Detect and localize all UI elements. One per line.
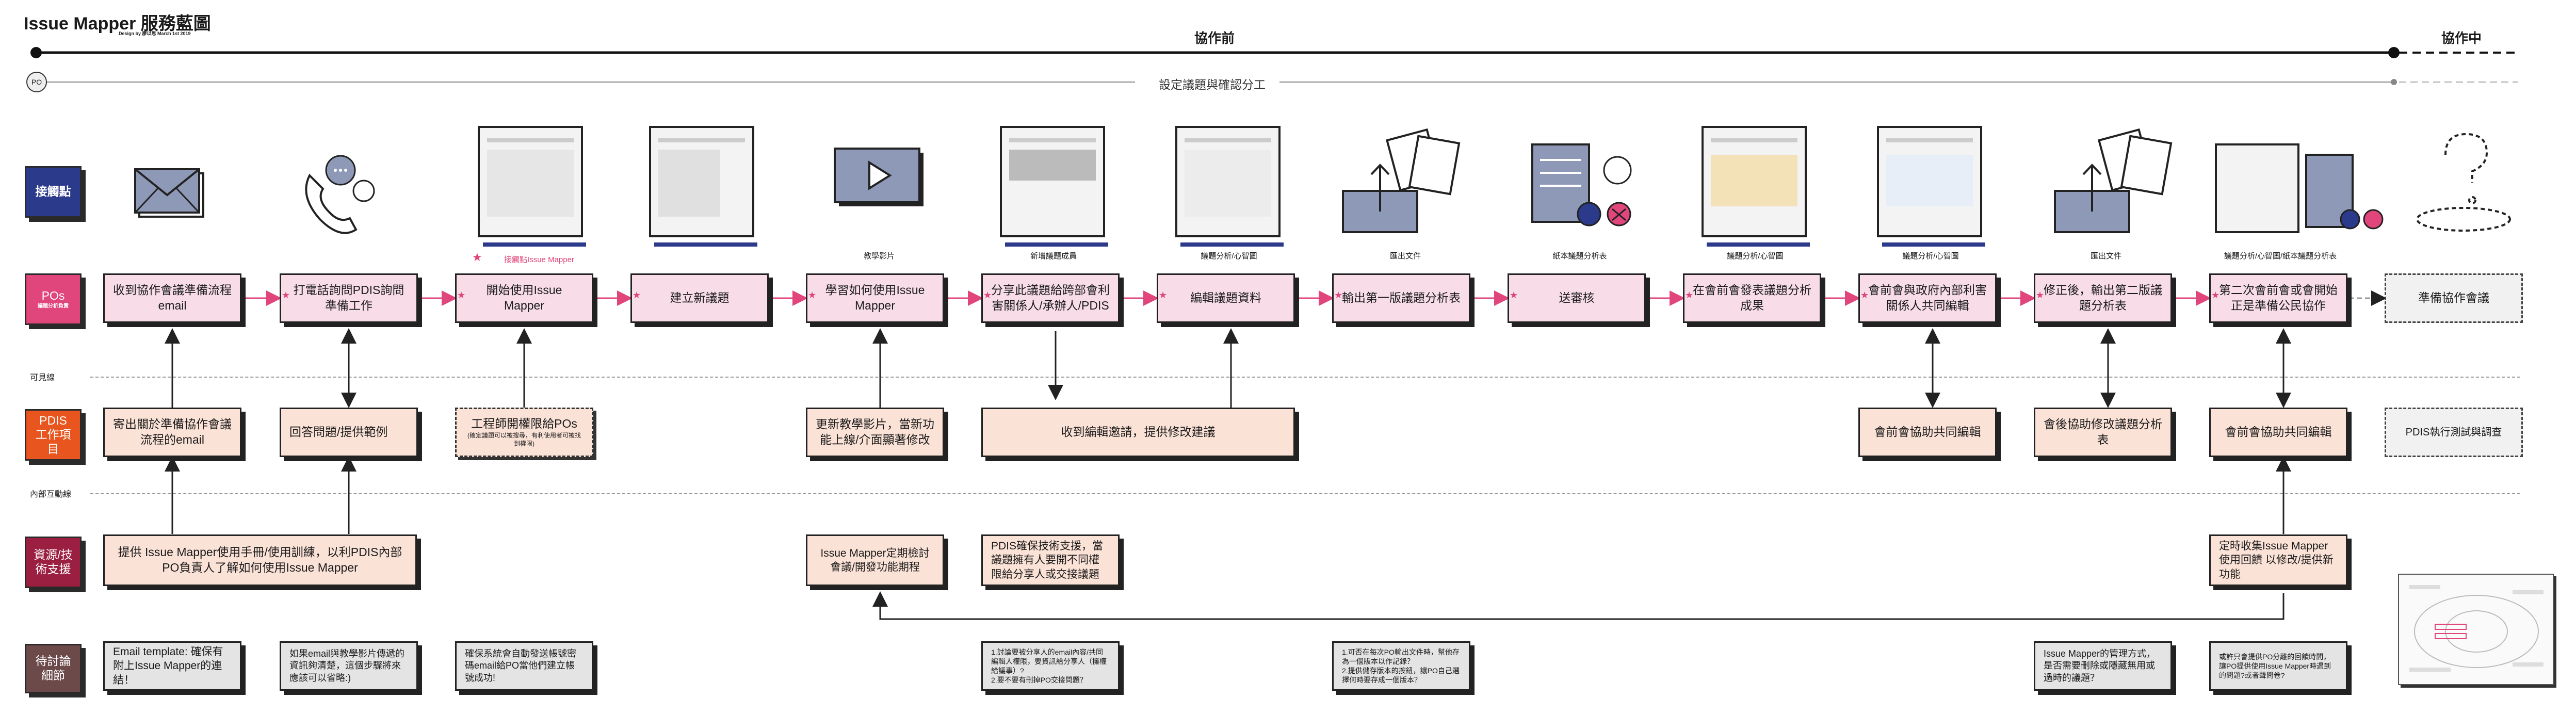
pdis-card-dashed: PDIS執行測試與調查 xyxy=(2385,408,2523,457)
discuss-card: Issue Mapper的管理方式，是否需要刪除或隱藏無用或過時的議題？ xyxy=(2034,641,2172,691)
star-icon: ★ xyxy=(2036,290,2045,300)
pdis-card: 會前會協助共同編輯 xyxy=(1858,408,1997,457)
po-badge: PO xyxy=(26,72,47,92)
touch-label-3: 接觸點Issue Mapper xyxy=(504,255,574,264)
pos-card: 開始使用Issue Mapper xyxy=(455,273,593,323)
row-label-discuss: 待討論細節 xyxy=(25,644,82,693)
phone-icon xyxy=(305,155,375,234)
pos-card: 建立新議題 xyxy=(630,273,769,323)
discuss-card: 1.可否在每次PO輸出文件時，幫他存為一個版本以作記錄？ 2.提供儲存版本的按鈕… xyxy=(1332,641,1470,691)
star-icon: ★ xyxy=(1685,290,1694,300)
phase-before-label: 協作前 xyxy=(1194,30,1235,46)
thumbnail-preview xyxy=(2398,574,2554,685)
mindmap-thumbnail-icon xyxy=(2409,585,2543,672)
star-icon: ★ xyxy=(1860,290,1869,300)
discuss-card: 如果email與教學影片傳遞的資訊夠清楚，這個步驟將來應該可以省略:) xyxy=(280,641,418,691)
pdis-card: 會前會協助共同編輯 xyxy=(2209,408,2347,457)
internal-line-label: 內部互動線 xyxy=(30,490,72,499)
touch-label-13: 議題分析/心智圖/紙本議題分析表 xyxy=(2224,252,2337,261)
discuss-card: 確保系統會自動發送帳號密碼email給PO當他們建立帳號成功! xyxy=(455,641,593,691)
resource-card: PDIS確保技術支援，當議題擁有人要開不同權限給分享人或交接議題 xyxy=(981,534,1120,586)
email-icon xyxy=(134,168,204,218)
pos-card: 在會前會發表議題分析成果 xyxy=(1683,273,1821,323)
pdis-card: 寄出關於準備協作會議流程的email xyxy=(103,408,241,457)
touch-label-11: 議題分析/心智圖 xyxy=(1902,252,1959,261)
star-icon: ★ xyxy=(1510,290,1518,300)
pos-card: 會前會與政府內部利害關係人共同編輯 xyxy=(1858,273,1997,323)
po-label: 設定議題與確認分工 xyxy=(1159,78,1266,91)
touch-label-9: 紙本議題分析表 xyxy=(1552,252,1607,261)
pos-card: 編輯議題資料 xyxy=(1157,273,1295,323)
star-icon: ★ xyxy=(2211,290,2220,300)
pdis-card: 更新教學影片，當新功能上線/介面顯著修改 xyxy=(806,408,944,457)
touch-label-7: 議題分析/心智圖 xyxy=(1201,252,1257,261)
visible-line xyxy=(90,377,2520,378)
touch-label-10: 議題分析/心智圖 xyxy=(1727,252,1784,261)
credit-text: Design by 廖以恩 March 1st 2019 xyxy=(119,31,191,36)
review-sheet-icon xyxy=(1531,143,2384,233)
resource-card: 提供 Issue Mapper使用手冊/使用訓練，以利PDIS內部PO負責人了解… xyxy=(103,534,417,586)
touch-label-5: 教學影片 xyxy=(863,252,895,261)
discuss-card: 1.討論要被分享人的email內容/共同編輯人權限，要資訊給分享人（擁權給議事）… xyxy=(981,641,1120,691)
pos-card: 送審核 xyxy=(1508,273,1646,323)
touch-label-6: 新增議題成員 xyxy=(1030,252,1077,261)
star-icon: ★ xyxy=(983,290,992,300)
discuss-card: Email template: 確保有附上Issue Mapper的連結！ xyxy=(103,641,241,691)
visible-line-label: 可見線 xyxy=(30,374,55,382)
pos-card: 修正後，輸出第二版議題分析表 xyxy=(2034,273,2172,323)
pdis-card: 回答問題/提供範例 xyxy=(280,408,418,457)
page-title: Issue Mapper 服務藍圖 xyxy=(24,14,211,34)
row-label-pdis: PDIS 工作項目 xyxy=(25,409,82,461)
star-icon: ★ xyxy=(1159,290,1168,300)
pos-card: 第二次會前會或會開始正是準備公民協作 xyxy=(2209,273,2347,323)
export-icon xyxy=(1342,128,2173,233)
touch-label-12: 匯出文件 xyxy=(2090,252,2121,261)
discuss-card: 或許只會提供PO分離的回饋時間，讓PO提供使用Issue Mapper時遇到的問… xyxy=(2209,641,2347,691)
pos-card: 分享此議題給跨部會利害關係人/承辦人/PDIS xyxy=(981,273,1120,323)
resource-card: Issue Mapper定期檢討會議/開發功能期程 xyxy=(806,534,944,586)
resource-card: 定時收集Issue Mapper使用回饋 以修改/提供新功能 xyxy=(2209,534,2347,586)
star-icon: ★ xyxy=(633,290,641,300)
video-icon xyxy=(834,148,924,206)
star-icon: ★ xyxy=(457,290,466,300)
pos-card: 輸出第一版議題分析表 xyxy=(1332,273,1470,323)
pdis-card: 會後協助修改議題分析表 xyxy=(2034,408,2172,457)
internal-line xyxy=(90,493,2520,494)
pdis-card-dashed: 工程師開權限給POs (確定議題可以被搜尋，有利使用者可被找到權限) xyxy=(455,408,593,457)
touch-label-8: 匯出文件 xyxy=(1389,252,1421,261)
question-icon xyxy=(2416,133,2511,232)
phase-during-label: 協作中 xyxy=(2441,30,2482,46)
pos-card: 收到協作會議準備流程email xyxy=(103,273,241,323)
phase-timeline xyxy=(30,47,2518,85)
row-label-resource: 資源/技術支援 xyxy=(25,537,82,588)
star-icon: ★ xyxy=(808,290,817,300)
touchpoint-icons xyxy=(134,126,2511,247)
pos-card: 準備協作會議 xyxy=(2385,273,2523,323)
pdis-card-main: 工程師開權限給POs xyxy=(471,417,577,431)
pos-card: 打電話詢問PDIS詢問準備工作 xyxy=(280,273,418,323)
star-icon: ★ xyxy=(282,290,290,300)
pdis-card: 收到編輯邀請，提供修改建議 xyxy=(981,408,1295,457)
pdis-card-sub: (確定議題可以被搜尋，有利使用者可被找到權限) xyxy=(467,432,581,447)
star-icon: ★ xyxy=(472,251,482,264)
pos-card: 學習如何使用Issue Mapper xyxy=(806,273,944,323)
star-icon: ★ xyxy=(1334,290,1343,300)
row-label-touchpoint: 接觸點 xyxy=(25,166,82,218)
